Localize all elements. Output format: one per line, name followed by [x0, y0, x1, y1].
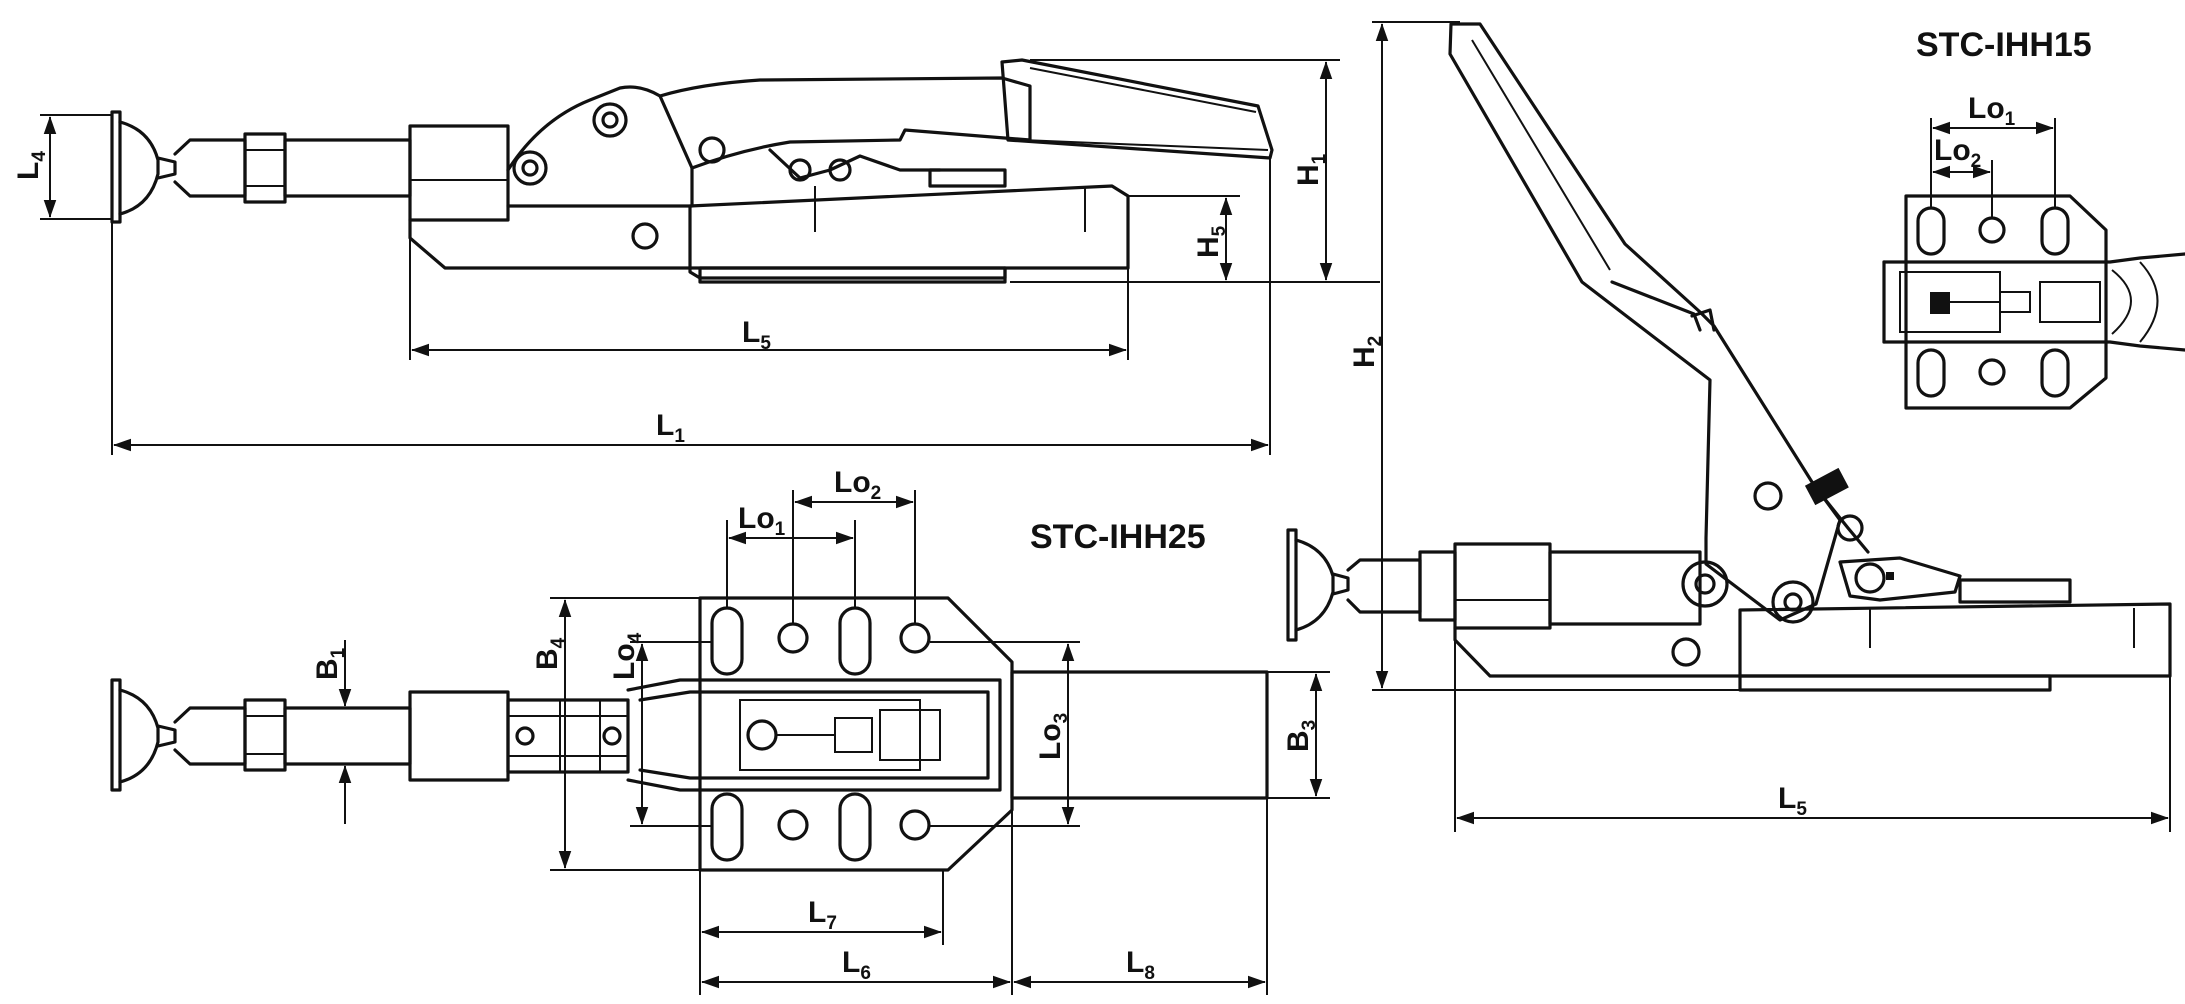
svg-text:H1: H1 [1292, 153, 1330, 186]
top-view-ihh25 [110, 596, 1269, 872]
svg-text:L5: L5 [1778, 782, 1807, 820]
svg-text:B4: B4 [531, 637, 569, 670]
svg-text:Lo2: Lo2 [834, 466, 881, 504]
dim-H5: H5 [1128, 195, 1240, 281]
dim-Lo2-small: Lo2 [1932, 134, 1993, 218]
dim-L5-top: L5 [409, 238, 1129, 360]
side-view-open [1286, 22, 2172, 692]
dim-L8: L8 [1013, 798, 1268, 995]
top-view-ihh15 [1882, 194, 2185, 410]
dim-L7: L7 [699, 870, 944, 945]
svg-text:Lo1: Lo1 [1968, 92, 2016, 130]
dim-Lo1: Lo1 [726, 502, 856, 608]
dim-B1: B1 [311, 640, 410, 824]
svg-text:H5: H5 [1192, 225, 1230, 258]
svg-text:Lo4: Lo4 [608, 632, 646, 680]
dim-L5-side: L5 [1454, 640, 2171, 832]
svg-text:B3: B3 [1282, 720, 1320, 752]
svg-text:L6: L6 [842, 946, 871, 984]
dim-B3: B3 [1267, 671, 1330, 799]
dim-L4: L4 [12, 114, 112, 220]
svg-text:B1: B1 [311, 647, 349, 680]
svg-text:L1: L1 [656, 409, 685, 447]
svg-text:Lo2: Lo2 [1934, 134, 1981, 172]
title-ihh15: STC-IHH15 [1916, 26, 2092, 64]
svg-text:L8: L8 [1126, 946, 1155, 984]
dim-Lo3: Lo3 [930, 641, 1080, 827]
svg-text:H2: H2 [1348, 336, 1386, 368]
dim-H2: H2 [1348, 21, 1760, 691]
dim-B4: B4 [531, 597, 700, 871]
dim-H1: H1 [1010, 59, 1380, 283]
svg-text:Lo3: Lo3 [1034, 713, 1072, 760]
dim-Lo1-small: Lo1 [1930, 92, 2056, 208]
dim-Lo4: Lo4 [608, 632, 712, 827]
svg-text:L5: L5 [742, 316, 771, 354]
svg-text:Lo1: Lo1 [738, 502, 786, 540]
title-ihh25: STC-IHH25 [1030, 518, 1206, 556]
svg-text:L4: L4 [12, 151, 50, 180]
dim-L1: L1 [111, 158, 1271, 455]
dim-Lo2: Lo2 [792, 466, 916, 624]
dim-L6: L6 [699, 810, 1013, 995]
side-view-closed [110, 58, 1274, 284]
svg-text:L7: L7 [808, 896, 837, 934]
